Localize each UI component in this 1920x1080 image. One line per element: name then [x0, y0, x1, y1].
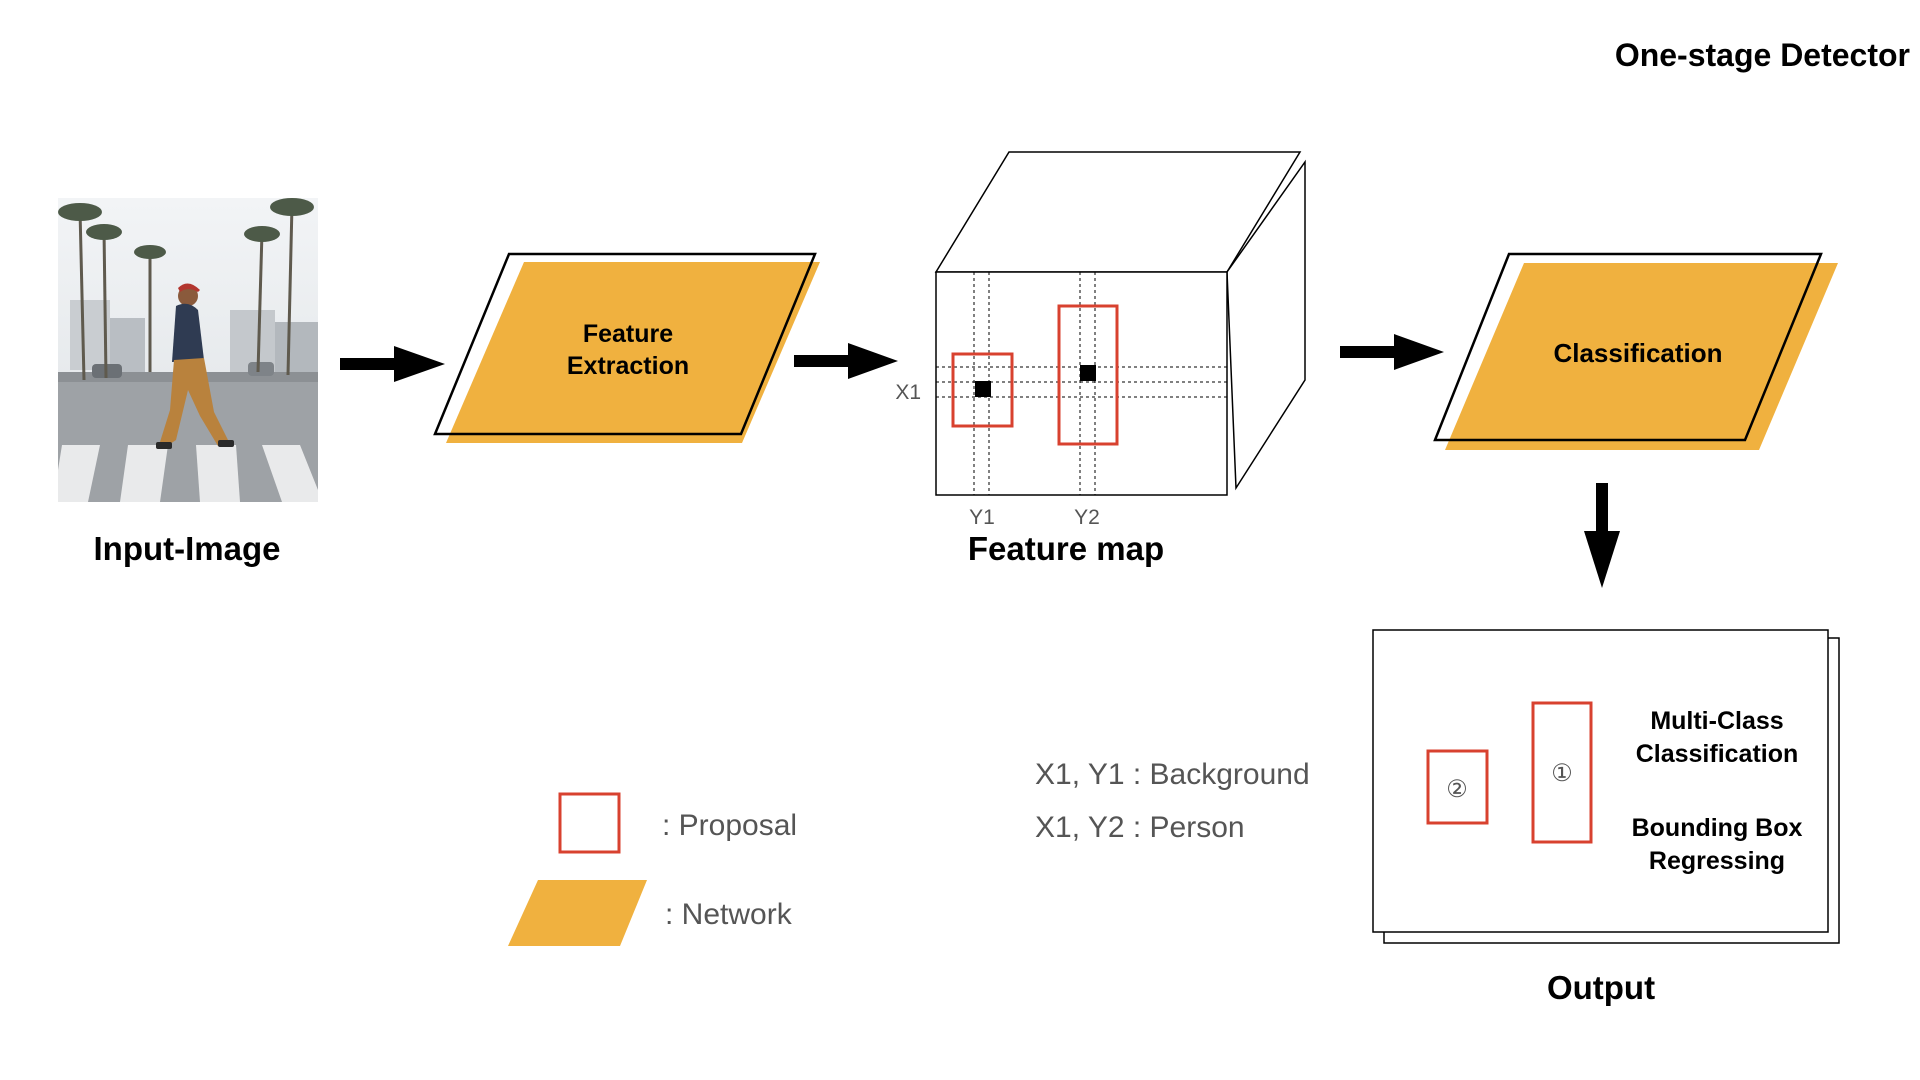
- arrow-to-feature-map: [794, 343, 898, 379]
- feature-extraction-label-line1: Feature: [583, 320, 673, 348]
- legend-proposal-swatch: [558, 792, 621, 854]
- feature-extraction-outline: [433, 252, 817, 436]
- legend-network-label: : Network: [665, 898, 793, 931]
- feature-map-row-label: X1: [895, 381, 921, 404]
- arrow-to-output: [1584, 483, 1620, 588]
- arrow-to-feature-extraction: [340, 346, 445, 382]
- output-task2-line1: Bounding Box: [1632, 814, 1803, 842]
- classification-outline: [1433, 252, 1823, 442]
- feature-map-proposal-y2: [1057, 304, 1119, 446]
- legend: : Proposal : Network: [508, 792, 797, 946]
- mapping-line-1: X1, Y1 : Background: [1035, 758, 1310, 791]
- classification-label: Classification: [1553, 338, 1722, 368]
- feature-map-label: Feature map: [968, 530, 1164, 567]
- input-image-label: Input-Image: [94, 530, 281, 567]
- output-frame: ② ① Multi-Class Classification Bounding …: [1372, 629, 1840, 944]
- output-task2-line2: Regressing: [1649, 847, 1785, 875]
- output-frame-front: [1372, 629, 1829, 933]
- legend-network-swatch: [508, 880, 647, 946]
- input-photo: [58, 198, 318, 502]
- output-proposal-2: [1426, 749, 1489, 825]
- diagram-title: One-stage Detector: [1615, 37, 1910, 73]
- classification-block: Classification: [1433, 252, 1838, 450]
- feature-map-proposal-y1: [951, 352, 1014, 428]
- feature-extraction-label-line2: Extraction: [567, 352, 689, 380]
- arrow-to-classification: [1340, 334, 1444, 370]
- output-proposal-2-marker: ②: [1446, 776, 1468, 803]
- output-task1-line1: Multi-Class: [1650, 707, 1783, 735]
- output-label: Output: [1547, 969, 1655, 1006]
- classification-fill: [1445, 263, 1838, 450]
- feature-map-col2-label: Y2: [1074, 506, 1100, 529]
- feature-extraction-block: Feature Extraction: [433, 252, 820, 443]
- feature-extraction-fill: [446, 262, 820, 443]
- feature-map-cube: X1 Y1 Y2: [895, 151, 1306, 529]
- feature-map-side-face: [1226, 159, 1306, 491]
- legend-proposal-label: : Proposal: [662, 809, 797, 842]
- feature-map-col1-label: Y1: [969, 506, 995, 529]
- mapping-line-2: X1, Y2 : Person: [1035, 811, 1245, 844]
- output-proposal-1: [1531, 701, 1593, 844]
- output-task1-line2: Classification: [1636, 740, 1799, 768]
- feature-map-cell-x1-y2: [1080, 365, 1096, 381]
- feature-map-cell-x1-y1: [975, 381, 991, 397]
- output-proposal-1-marker: ①: [1551, 760, 1573, 787]
